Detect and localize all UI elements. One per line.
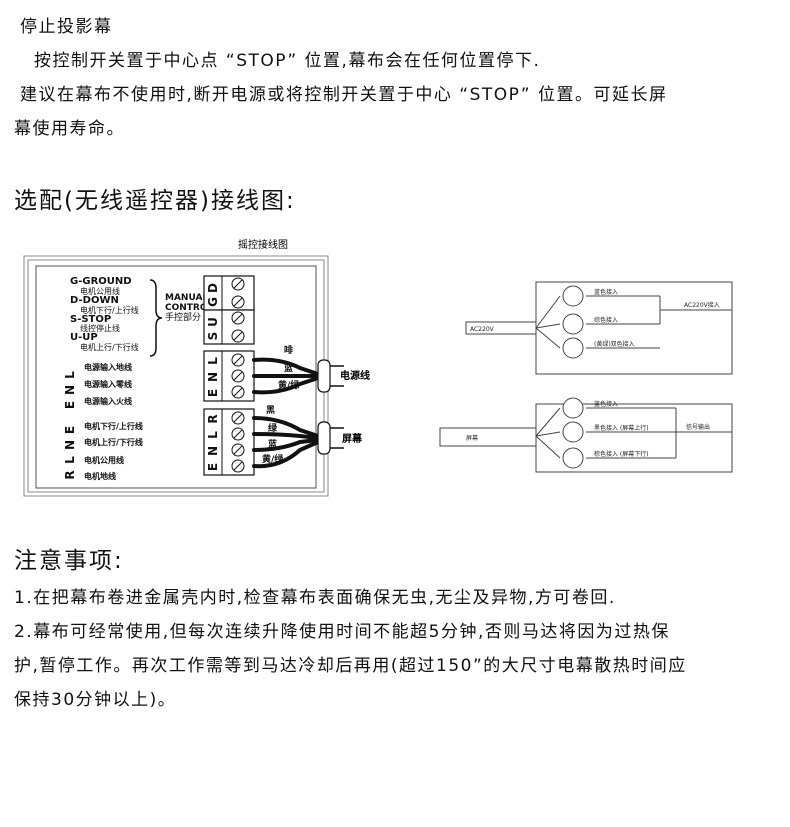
terminal-letter-e: E — [206, 389, 220, 397]
grommet-icon — [317, 359, 331, 393]
label-power-e: 电源输入火线 — [84, 396, 132, 406]
screen-conn-2: 黑色接入 (屏幕上行) — [594, 424, 649, 432]
note-line-1: 1.在把幕布卷进金属壳内时,检查幕布表面确保无虫,无尘及异物,方可卷回. — [14, 588, 616, 608]
wire-motor-blue — [252, 438, 320, 452]
wire-label-yg2: 黄/绿 — [262, 453, 284, 465]
diagram-title: 摇控接线图 — [238, 238, 288, 251]
terminal-letter-u: U — [206, 317, 220, 327]
note-line-2: 2.幕布可经常使用,但每次连续升降使用时间不能超5分钟,否则马达将因为过热保 — [14, 622, 670, 642]
label-manual-desc: 手控部分 — [165, 311, 201, 323]
label-motor-l: 电机下行/上行线 — [84, 421, 143, 431]
label-manual: MANUAL — [165, 293, 208, 303]
connector-circle-icon — [562, 285, 584, 307]
stop-line-2: 建议在幕布不使用时,断开电源或将控制开关置于中心 “STOP” 位置。可延长屏 — [20, 85, 668, 105]
screen-in-label: 屏幕 — [466, 434, 478, 442]
terminal-block-lne — [203, 350, 255, 402]
grommet-icon — [317, 421, 331, 455]
label-g-desc: 电机公用线 — [80, 286, 120, 296]
signal-out-label: 信号输出 — [686, 423, 710, 431]
stop-line-3: 幕使用寿命。 — [14, 119, 125, 139]
ac-in-label: AC220V — [470, 326, 495, 333]
label-g-ground: G-GROUND — [70, 276, 132, 287]
wire-label-green: 绿 — [268, 422, 278, 434]
terminal-letter-d: D — [206, 283, 220, 293]
terminal-letter-n2: N — [206, 446, 220, 456]
connector-circle-icon — [562, 397, 584, 419]
side-letter-power-n: N — [63, 385, 77, 395]
label-motor-e: 电机地线 — [84, 471, 116, 481]
label-s-desc: 线控停止线 — [80, 323, 120, 333]
terminal-letter-n: N — [206, 372, 220, 382]
terminal-block-rlne — [203, 408, 255, 476]
stop-title: 停止投影幕 — [20, 17, 113, 37]
ac-out-label: AC220V接入 — [684, 301, 720, 309]
connector-circle-icon — [562, 337, 584, 359]
wire-power-yg — [252, 376, 320, 395]
connector-circle-icon — [562, 447, 584, 469]
label-u-up: U-UP — [70, 332, 98, 343]
side-letter-motor-l: L — [63, 456, 77, 464]
terminal-letter-s: S — [206, 332, 220, 341]
note-line-3: 护,暂停工作。再次工作需等到马达冷却后再用(超过150”的大尺寸电幕散热时间应 — [14, 656, 687, 676]
wire-label-brown: 啡 — [284, 344, 293, 356]
label-d-desc: 电机下行/上行线 — [80, 305, 139, 315]
side-letter-motor-n: N — [63, 440, 77, 450]
wiring-diagram: 摇控接线图 G-GROUND 电机公用线 D-DOWN 电机下行/上行线 S-S… — [23, 238, 733, 497]
note-line-4: 保持30分钟以上)。 — [14, 690, 177, 710]
power-conn-3: (黄绿)双色接入 — [594, 340, 635, 348]
label-power-n: 电源输入零线 — [84, 379, 132, 389]
screen-in-block — [439, 427, 537, 447]
brace-shape — [149, 279, 163, 357]
stop-line-1: 按控制开关置于中心点 “STOP” 位置,幕布会在任何位置停下. — [34, 51, 541, 71]
label-d-down: D-DOWN — [70, 295, 119, 306]
terminal-letter-g: G — [206, 297, 220, 307]
terminal-letter-e2: E — [206, 463, 220, 471]
wire-motor-green — [252, 432, 320, 440]
cable-power-label: 电源线 — [340, 369, 370, 382]
screen-conn-1: 蓝色接入 — [594, 400, 618, 408]
wire-motor-black — [252, 416, 320, 438]
screen-conn-3: 棕色接入 (屏幕下行) — [594, 450, 649, 458]
label-power-l: 电源输入地线 — [84, 362, 132, 372]
terminal-letter-r: R — [206, 414, 220, 423]
terminal-letter-l2: L — [206, 431, 220, 439]
power-conn-1: 蓝色接入 — [594, 288, 618, 296]
notes-heading: 注意事项: — [14, 548, 124, 574]
wire-label-blue2: 蓝 — [268, 438, 277, 450]
terminal-letter-l: L — [206, 357, 220, 365]
connector-circle-icon — [562, 313, 584, 335]
side-letter-power-l: L — [63, 371, 77, 379]
label-motor-r: 电机上行/下行线 — [84, 437, 143, 447]
wire-label-yg: 黄/绿 — [278, 379, 300, 391]
label-control: CONTROL — [165, 303, 214, 313]
connector-circle-icon — [562, 421, 584, 443]
side-letter-motor-e: E — [63, 426, 77, 434]
side-letter-motor-r: R — [63, 470, 77, 479]
label-motor-n: 电机公用线 — [84, 455, 124, 465]
cable-screen-label: 屏幕 — [341, 432, 363, 445]
wire-label-blue: 蓝 — [284, 362, 293, 374]
power-conn-2: 综色接入 — [594, 316, 618, 324]
label-u-desc: 电机上行/下行线 — [80, 342, 139, 352]
wire-label-black: 黑 — [266, 405, 275, 416]
terminal-block-us — [203, 309, 255, 345]
wiring-heading: 选配(无线遥控器)接线图: — [14, 188, 296, 214]
label-s-stop: S-STOP — [70, 314, 111, 325]
wire-power-brown — [252, 357, 320, 376]
side-letter-power-e: E — [63, 401, 77, 409]
wire-motor-yg — [252, 440, 320, 469]
